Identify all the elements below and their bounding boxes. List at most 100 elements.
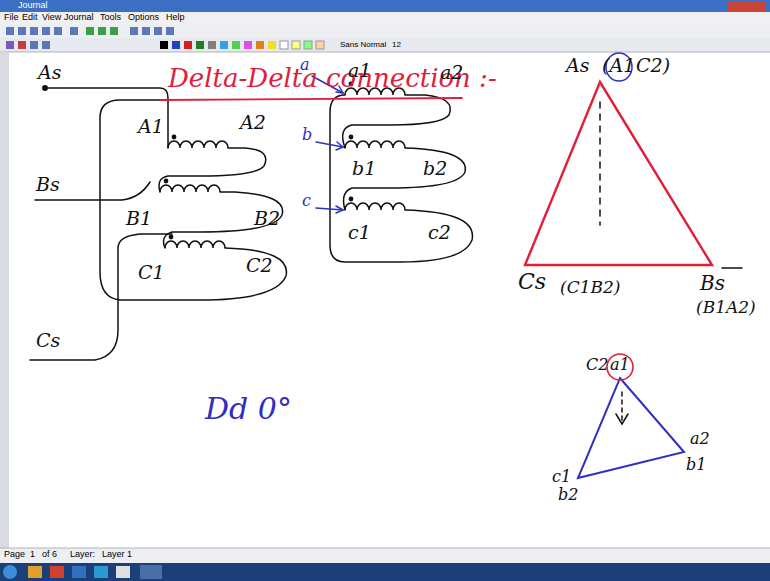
drawing-stroke [0, 38, 770, 52]
terminal-label: Bs [36, 174, 60, 195]
drawing-stroke [72, 566, 86, 578]
menu-item: Edit [22, 13, 38, 23]
phasor-label: (B1A2) [696, 298, 756, 317]
phasor-label: b1 [686, 456, 706, 474]
phasor-label: As [566, 55, 589, 76]
drawing-stroke [130, 27, 138, 35]
terminal-label: a [300, 56, 310, 74]
terminal-label: a1 [348, 60, 371, 81]
winding-coil [165, 241, 225, 248]
status-text: Page [4, 550, 25, 560]
drawing-stroke [6, 41, 14, 49]
drawing-stroke [0, 0, 770, 12]
drawing-stroke [28, 566, 42, 578]
drawing-stroke [316, 41, 324, 49]
terminal-label: B1 [126, 208, 152, 229]
drawing-stroke [344, 148, 466, 210]
terminal-label: C2 [246, 255, 273, 276]
drawing-stroke [160, 82, 405, 248]
polarity-dot [172, 135, 175, 138]
terminal-label: As [38, 62, 61, 83]
drawing-stroke [0, 24, 770, 38]
menu-item: Tools [100, 13, 121, 23]
terminal-label: B2 [254, 208, 280, 229]
menu-item: View [42, 13, 61, 23]
drawing-stroke [45, 88, 168, 148]
drawing-stroke [599, 102, 601, 225]
drawing-stroke [42, 41, 50, 49]
drawing-stroke [244, 41, 252, 49]
drawing-stroke [728, 1, 766, 11]
phasor-label: c1 [552, 468, 571, 486]
terminal-label: A1 [138, 116, 164, 137]
terminal-label: C1 [138, 262, 165, 283]
menu-item: File [4, 13, 19, 23]
terminal-label: b1 [352, 158, 376, 179]
drawing-stroke [0, 548, 770, 549]
vector-group: Dd 0° [205, 392, 292, 425]
terminal-label: Cs [36, 330, 60, 351]
phasor-label: b2 [558, 486, 578, 504]
polarity-dot [349, 135, 352, 138]
drawing-stroke [18, 41, 26, 49]
status-text: of 6 [42, 550, 57, 560]
terminal-label: b [302, 126, 312, 144]
drawing-stroke [304, 41, 312, 49]
drawing-stroke [116, 566, 130, 578]
drawing-stroke [86, 27, 94, 35]
drawing-stroke [160, 82, 712, 380]
terminal-label: c [302, 192, 311, 210]
drawing-stroke [3, 565, 17, 579]
drawing-stroke [172, 41, 180, 49]
winding-coil [345, 141, 405, 148]
drawing-stroke [6, 27, 14, 35]
phasor-label: (C1B2) [560, 278, 620, 297]
drawing-stroke [336, 206, 343, 213]
font-box: Sans Normal [340, 41, 386, 50]
drawing-stroke [607, 354, 633, 380]
drawing-stroke [30, 41, 38, 49]
drawing-stroke [343, 95, 451, 148]
drawing-stroke [159, 148, 266, 192]
phasor-label: a1 [610, 356, 630, 374]
drawing-stroke [0, 12, 770, 24]
drawing-stroke [142, 27, 150, 35]
drawing-stroke [268, 41, 276, 49]
drawing-stroke [525, 82, 712, 265]
drawing-stroke [30, 86, 742, 424]
drawing-stroke [70, 27, 78, 35]
drawing-stroke [336, 142, 343, 150]
drawing-stroke [292, 41, 300, 49]
drawing-stroke [578, 378, 684, 478]
status-text: Layer 1 [102, 550, 132, 560]
drawing-stroke [220, 41, 228, 49]
winding-coil [345, 203, 405, 210]
terminal-label: c1 [348, 222, 371, 243]
drawing-stroke [166, 27, 174, 35]
drawing-stroke [98, 27, 106, 35]
drawing-stroke [0, 52, 770, 53]
drawing-stroke [6, 41, 324, 49]
drawing-stroke [30, 234, 172, 360]
window-title: Journal [18, 1, 48, 11]
drawing-stroke [616, 414, 628, 424]
status-text: Layer: [70, 550, 95, 560]
terminal-label: a2 [440, 62, 463, 83]
polarity-dot [169, 235, 172, 238]
phasor-label: C2 [586, 356, 608, 374]
drawing-stroke [232, 41, 240, 49]
drawing-stroke [18, 27, 26, 35]
drawing-stroke [100, 100, 286, 300]
drawing-stroke [184, 41, 192, 49]
drawing-stroke [42, 27, 50, 35]
menu-item: Help [166, 13, 185, 23]
winding-coil [168, 141, 228, 148]
drawing-stroke [160, 41, 168, 49]
phasor-label: Cs [518, 270, 546, 294]
polarity-dot [349, 197, 352, 200]
size-box: 12 [392, 41, 401, 50]
drawing-stroke [94, 566, 108, 578]
drawing-stroke [196, 41, 204, 49]
drawing-stroke [722, 267, 742, 269]
